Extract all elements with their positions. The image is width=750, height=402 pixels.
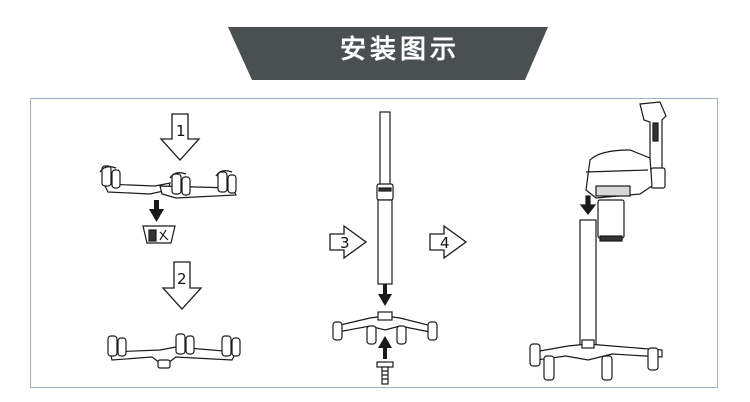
screw-insert-arrow <box>378 336 392 359</box>
base-leg-part-right <box>159 170 238 199</box>
page-title: 安装图示 <box>339 35 460 65</box>
title-banner <box>228 27 548 80</box>
screw <box>376 361 394 385</box>
base-connector <box>142 225 176 244</box>
step-3-label: 3 <box>340 234 350 252</box>
step-3-base <box>332 311 438 345</box>
pole-assembly <box>376 111 394 285</box>
step-4-label: 4 <box>440 234 450 252</box>
diagram-panel <box>30 98 718 388</box>
step-1-label: 1 <box>176 122 186 140</box>
base-leg-part-left <box>99 165 171 195</box>
connector-arrow <box>149 200 164 222</box>
step-1-arrow: 1 <box>159 113 201 161</box>
assembled-base <box>107 333 241 369</box>
step-2-arrow: 2 <box>161 261 203 310</box>
assembled-steamer <box>529 101 667 381</box>
step-2-label: 2 <box>177 270 187 288</box>
step-3-arrow: 3 <box>329 224 368 260</box>
pole-insert-arrow <box>378 284 392 306</box>
step-4-arrow: 4 <box>429 224 468 260</box>
